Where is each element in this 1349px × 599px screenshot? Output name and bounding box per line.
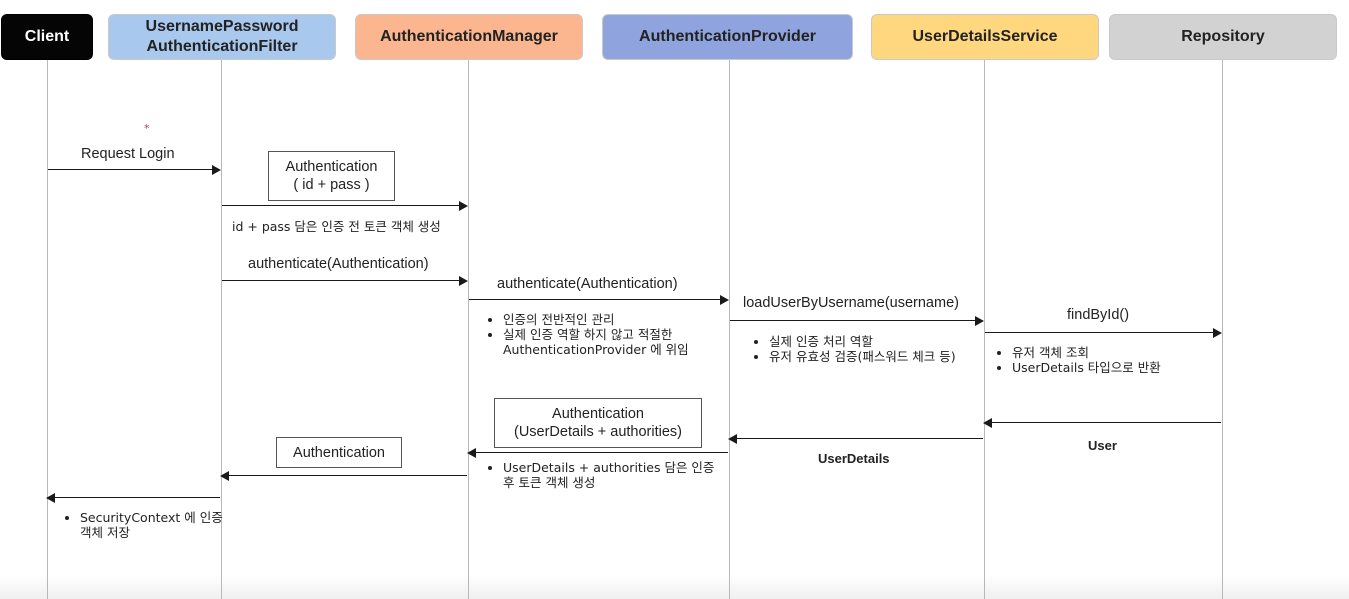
marker-asterisk: * bbox=[144, 122, 150, 135]
message-authenticate-2: authenticate(Authentication) bbox=[497, 276, 678, 292]
note-manager-item: 실제 인증 역할 하지 않고 적절한 AuthenticationProvide… bbox=[503, 327, 733, 357]
arrow-request-login bbox=[48, 164, 221, 175]
arrow-authenticate-1 bbox=[222, 275, 468, 286]
arrow-auth-return-filter bbox=[220, 470, 467, 481]
lifeline-client bbox=[47, 60, 48, 599]
box-authentication-final: Authentication bbox=[276, 437, 402, 468]
note-uds-item: 유저 객체 조회 bbox=[1012, 345, 1232, 360]
box-authentication-before: Authentication ( id + pass ) bbox=[268, 151, 395, 201]
message-load-user: loadUserByUsername(username) bbox=[743, 295, 959, 311]
participant-repository: Repository bbox=[1109, 14, 1337, 60]
arrow-auth-return-client bbox=[46, 492, 220, 503]
arrow-find-by-id bbox=[985, 327, 1222, 338]
note-security-context: SecurityContext 에 인증 객체 저장 bbox=[58, 510, 230, 540]
note-manager-item: 인증의 전반적인 관리 bbox=[503, 312, 733, 327]
participant-client: Client bbox=[1, 14, 93, 60]
participant-userdetailsservice: UserDetailsService bbox=[871, 14, 1099, 60]
note-after-token-item: UserDetails + authorities 담은 인증 후 토큰 객체 … bbox=[503, 460, 728, 490]
note-userdetailsservice: 유저 객체 조회 UserDetails 타입으로 반환 bbox=[990, 345, 1232, 375]
message-find-by-id: findById() bbox=[1067, 307, 1130, 323]
note-provider-item: 유저 유효성 검증(패스워드 체크 등) bbox=[769, 349, 991, 364]
lifeline-manager bbox=[468, 60, 469, 599]
lifeline-userdetailsservice bbox=[984, 60, 985, 599]
arrow-user-return bbox=[983, 417, 1221, 428]
note-provider: 실제 인증 처리 역할 유저 유효성 검증(패스워드 체크 등) bbox=[747, 334, 991, 364]
note-id-pass-token: id + pass 담은 인증 전 토큰 객체 생성 bbox=[232, 219, 441, 234]
participant-provider: AuthenticationProvider bbox=[602, 14, 853, 60]
note-uds-item: UserDetails 타입으로 반환 bbox=[1012, 360, 1232, 375]
note-after-token: UserDetails + authorities 담은 인증 후 토큰 객체 … bbox=[481, 460, 728, 490]
message-authenticate-1: authenticate(Authentication) bbox=[248, 256, 429, 272]
participant-filter: UsernamePassword AuthenticationFilter bbox=[108, 14, 336, 60]
lifeline-repository bbox=[1222, 60, 1223, 599]
note-security-context-item: SecurityContext 에 인증 객체 저장 bbox=[80, 510, 230, 540]
box-authentication-after: Authentication (UserDetails + authoritie… bbox=[494, 398, 702, 448]
lifeline-filter bbox=[221, 60, 222, 599]
arrow-authenticate-2 bbox=[469, 294, 729, 305]
message-userdetails-return: UserDetails bbox=[818, 451, 890, 466]
arrow-auth-token-return bbox=[467, 447, 728, 458]
arrow-create-token bbox=[222, 200, 468, 211]
participant-manager: AuthenticationManager bbox=[355, 14, 583, 60]
message-user-return: User bbox=[1088, 438, 1117, 453]
note-manager: 인증의 전반적인 관리 실제 인증 역할 하지 않고 적절한 Authentic… bbox=[481, 312, 733, 357]
lifeline-provider bbox=[729, 60, 730, 599]
note-provider-item: 실제 인증 처리 역할 bbox=[769, 334, 991, 349]
arrow-load-user bbox=[730, 315, 984, 326]
message-request-login: Request Login bbox=[81, 146, 175, 162]
arrow-userdetails-return bbox=[728, 433, 983, 444]
